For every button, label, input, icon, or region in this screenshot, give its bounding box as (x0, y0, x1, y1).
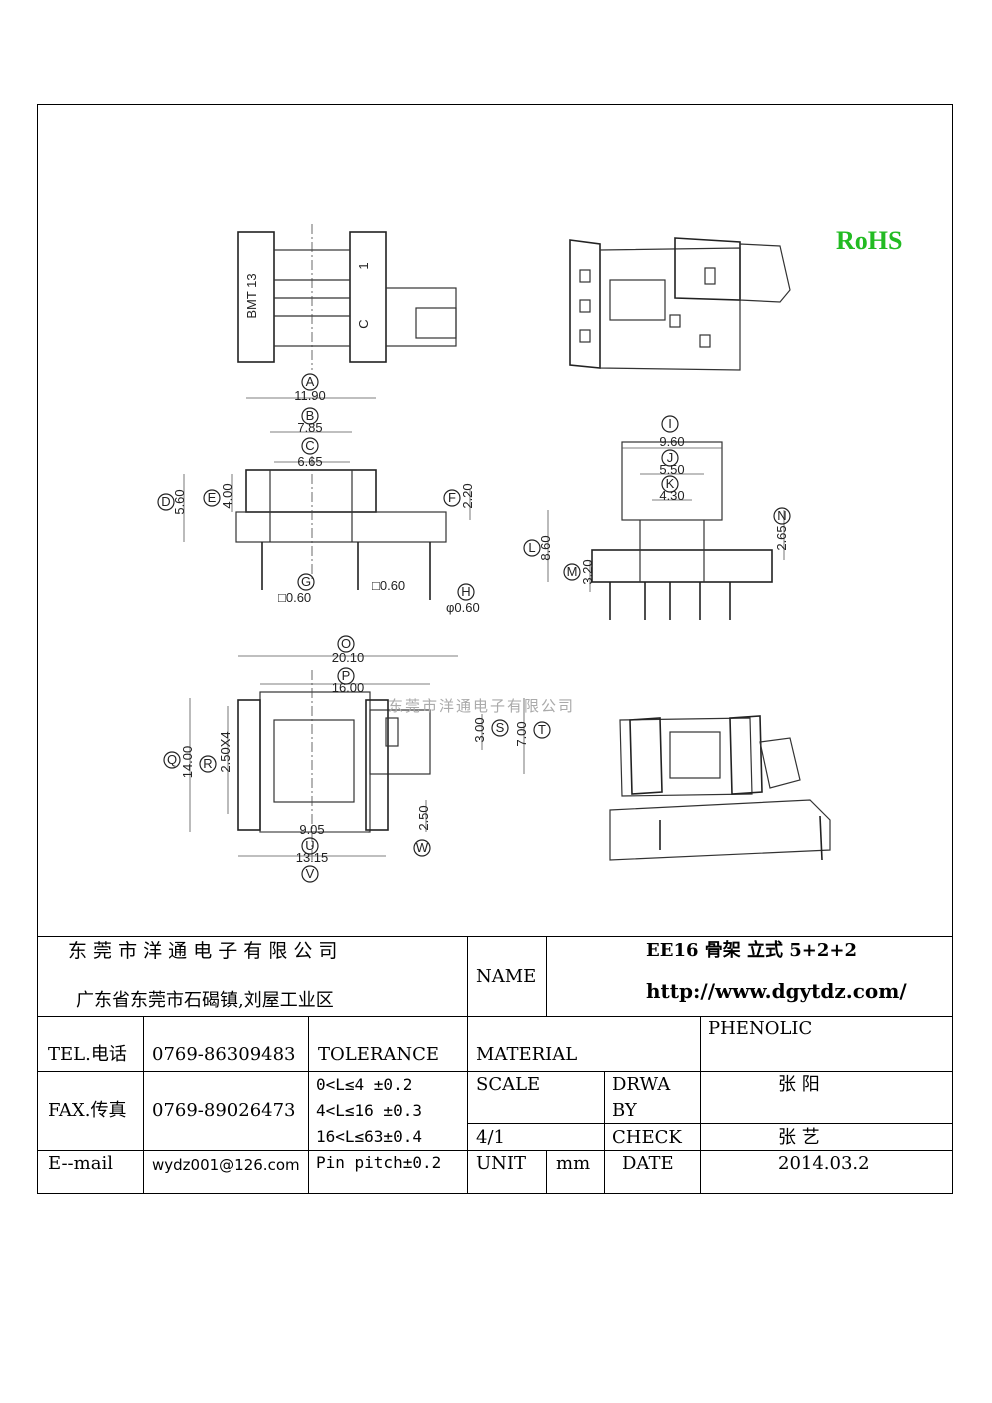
dim-f-letter: F (448, 490, 456, 505)
tel-value: 0769-86309483 (152, 1044, 296, 1065)
dim-v-letter: V (306, 866, 315, 881)
dim-d-value: 5.60 (172, 489, 187, 514)
dim-c-letter: C (305, 438, 314, 453)
check-value: 张 艺 (778, 1127, 820, 1148)
drawn-by-value: 张 阳 (778, 1074, 820, 1095)
dim-q-letter: Q (167, 752, 177, 767)
dim-h-letter: H (461, 584, 470, 599)
name-label: NAME (476, 966, 537, 987)
dim-t-letter: T (538, 722, 546, 737)
rohs-mark: RoHS (836, 226, 903, 255)
dim-u-value: 9.05 (299, 822, 324, 837)
dim-o-value: 20.10 (332, 650, 365, 665)
dim-n-letter: N (777, 508, 786, 523)
dim-r-letter: R (203, 756, 212, 771)
dim-n-value: 2.65 (774, 525, 789, 550)
dim-h-value: φ0.60 (446, 600, 480, 615)
scale-value: 4/1 (476, 1127, 505, 1148)
dim-s-letter: S (496, 720, 505, 735)
website-url: http://www.dgytdz.com/ (646, 979, 907, 1003)
dim-b-value: 7.85 (297, 420, 322, 435)
dim-j-letter: J (667, 450, 674, 465)
dim-u-letter: U (305, 838, 314, 853)
drawing-frame (37, 104, 953, 1194)
marking-pin-text: 1 (356, 262, 371, 269)
dim-b-letter: B (306, 408, 315, 423)
dim-g-value: □0.60 (278, 590, 311, 605)
date-value: 2014.03.2 (778, 1153, 870, 1174)
dim-m-letter: M (567, 564, 578, 579)
unit-value: mm (556, 1153, 591, 1174)
company-address: 广东省东莞市石碣镇,刘屋工业区 (76, 990, 334, 1011)
iso-view-top (569, 237, 791, 371)
dim-j-value: 5.50 (659, 462, 684, 477)
email-label: E--mail (48, 1153, 113, 1174)
top-view: BMT 13 1 C (237, 224, 457, 370)
dim-k-letter: K (666, 476, 675, 491)
company-name: 东 莞 市 洋 通 电 子 有 限 公 司 (68, 940, 338, 962)
watermark-text: 东莞市洋通电子有限公司 (388, 697, 576, 715)
dim-p-value: 16.00 (332, 680, 365, 695)
unit-label: UNIT (476, 1153, 527, 1174)
email-value: wydz001@126.com (152, 1156, 300, 1174)
dim-v-value: 13.15 (296, 850, 329, 865)
tolerance-row-4: Pin pitch±0.2 (316, 1153, 442, 1172)
material-label: MATERIAL (476, 1044, 578, 1065)
dim-w-letter: W (416, 840, 429, 855)
tolerance-row-1: 0<L≤4 ±0.2 (316, 1075, 413, 1094)
tolerance-label: TOLERANCE (318, 1044, 440, 1065)
dim-p-letter: P (342, 668, 351, 683)
iso-view-bottom (609, 715, 831, 861)
dim-t-value: 7.00 (514, 721, 529, 746)
fax-label: FAX.传真 (48, 1100, 127, 1121)
dim-r-value: 2.50X4 (218, 731, 233, 772)
marking-top-text: BMT 13 (244, 273, 259, 318)
dim-e-letter: E (208, 490, 217, 505)
date-label: DATE (622, 1153, 674, 1174)
tel-label: TEL.电话 (48, 1044, 127, 1065)
bottom-view: O 20.10 P 16.00 Q 14.00 R 2.50X4 S 3.00 … (163, 635, 551, 883)
dim-i-letter: I (668, 416, 672, 431)
front-view: A 11.90 B 7.85 C 6.65 D 5.60 E 4.00 F 2.… (157, 373, 480, 615)
drawn-label-1: DRWA (612, 1074, 671, 1095)
technical-drawing: BMT 13 1 C A 11.90 B 7.85 (157, 224, 831, 883)
dim-d-letter: D (161, 494, 170, 509)
dim-c-value: 6.65 (297, 454, 322, 469)
dim-w-value: 2.50 (416, 805, 431, 830)
dim-f-value: 2.20 (460, 483, 475, 508)
dim-o-letter: O (341, 636, 351, 651)
dim-a-letter: A (306, 374, 315, 389)
dim-l-letter: L (528, 540, 535, 555)
drawn-label-2: BY (612, 1100, 637, 1121)
tolerance-row-2: 4<L≤16 ±0.3 (316, 1101, 422, 1120)
dim-g-letter: G (301, 574, 311, 589)
dim-e-value: 4.00 (220, 483, 235, 508)
dim-i-value: 9.60 (659, 434, 684, 449)
check-label: CHECK (612, 1127, 682, 1148)
part-name: EE16 骨架 立式 5+2+2 (646, 940, 858, 961)
dim-l-value: 8.60 (538, 535, 553, 560)
marking-c-text: C (356, 319, 371, 328)
scale-label: SCALE (476, 1074, 541, 1095)
dim-q-value: 14.00 (180, 746, 195, 779)
tolerance-row-3: 16<L≤63±0.4 (316, 1127, 422, 1146)
dim-m-value: 3.20 (580, 559, 595, 584)
material-value: PHENOLIC (708, 1018, 813, 1039)
side-view: I 9.60 J 5.50 K 4.30 L 8.60 M 3.20 N 2.6… (523, 415, 791, 620)
dim-s-value: 3.00 (472, 717, 487, 742)
dim-a-value: 11.90 (294, 388, 326, 403)
fax-value: 0769-89026473 (152, 1100, 296, 1121)
dim-k-value: 4.30 (659, 488, 684, 503)
dim-extra-value: □0.60 (372, 578, 405, 593)
